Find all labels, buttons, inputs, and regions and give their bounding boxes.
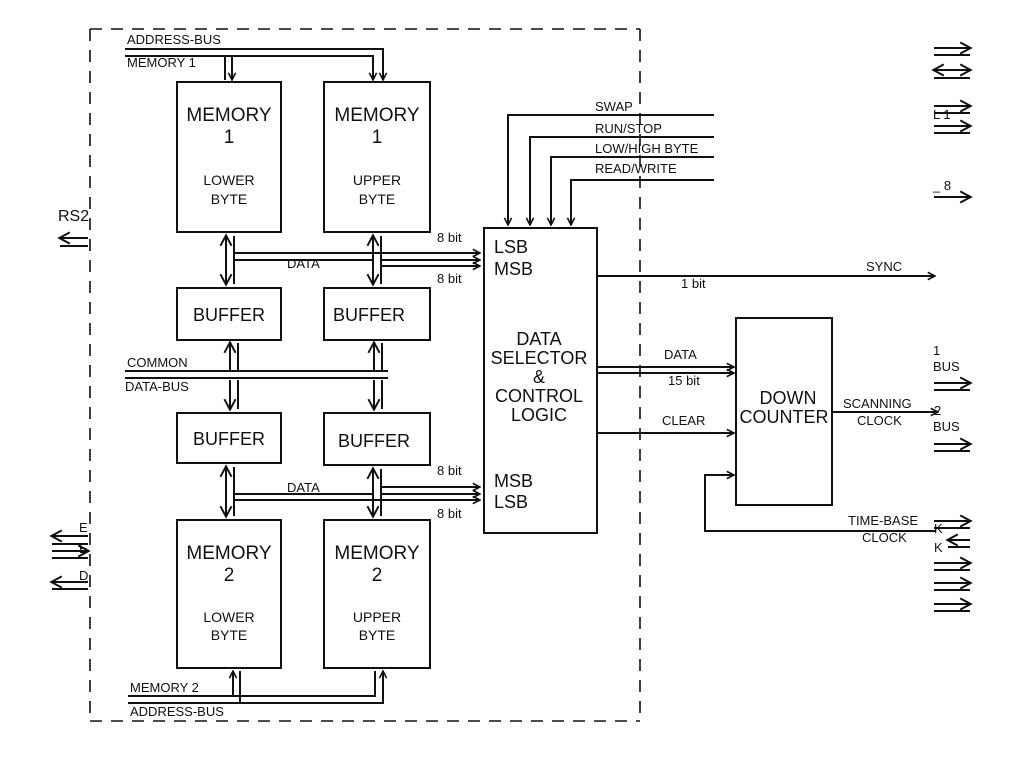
svg-text:MEMORY: MEMORY [334,543,419,564]
read-write-label: READ/WRITE [595,161,677,176]
svg-text:2: 2 [224,565,235,586]
data-15bit-bus [597,367,734,373]
frag-e2-label: E [79,541,88,556]
buffer-top-right: BUFFER [323,287,431,341]
data-top-label: DATA [287,256,320,271]
svg-text:LSB: LSB [494,492,528,512]
connector-buffer-common-left-bottom [223,380,239,412]
swap-label: SWAP [595,99,633,114]
svg-text:LOWER: LOWER [203,172,254,188]
connector-buffer-common-left-top [223,340,239,370]
connector-m1u-buffer [366,233,382,287]
address-bus-bottom [128,671,383,704]
svg-text:BYTE: BYTE [211,627,248,643]
memory2-bus-label: MEMORY 2 [130,680,199,695]
data-bus-label: DATA-BUS [125,379,189,394]
bit1-label: 1 bit [681,276,706,291]
svg-text:LSB: LSB [494,237,528,257]
bit8-a-label: 8 bit [437,230,462,245]
svg-text:COUNTER: COUNTER [740,407,829,427]
memory1-upper-block: MEMORY 1 UPPER BYTE [323,81,431,233]
svg-text:SELECTOR: SELECTOR [491,348,588,368]
frag-e1-label: E [79,520,88,535]
buffer-top-left: BUFFER [176,287,282,341]
svg-text:MEMORY: MEMORY [334,105,419,126]
bit8-b-label: 8 bit [437,271,462,286]
scanning-label: SCANNING [843,396,912,411]
svg-text:CONTROL: CONTROL [495,386,583,406]
time-base-label: TIME-BASE [848,513,918,528]
bit8-d-label: 8 bit [437,506,462,521]
common-data-bus [125,370,388,379]
svg-text:DATA: DATA [516,329,561,349]
buffer-bottom-right: BUFFER [323,412,431,466]
frag-d-label: D [79,568,88,583]
svg-text:UPPER: UPPER [353,172,401,188]
rs2-arrow [57,231,88,247]
svg-text:LOWER: LOWER [203,609,254,625]
connector-buffer-common-right-top [367,340,383,370]
svg-text:2: 2 [372,565,383,586]
time-base-clock-line [704,475,936,532]
address-bus-bottom-label: ADDRESS-BUS [130,704,224,719]
rs2-label: RS2 [58,208,89,225]
clock-tb-label: CLOCK [862,530,907,545]
svg-text:BUFFER: BUFFER [193,305,265,325]
frag-l1-label: L 1 [933,107,951,122]
memory2-upper-block: MEMORY 2 UPPER BYTE [323,519,431,669]
svg-text:1: 1 [224,127,235,148]
svg-text:MEMORY: MEMORY [186,105,271,126]
run-stop-label: RUN/STOP [595,121,662,136]
data-right-label: DATA [664,347,697,362]
right-bus1-label: BUS [933,359,960,374]
address-bus-top-label: ADDRESS-BUS [127,32,221,47]
control-inputs [508,114,714,225]
connector-buffer-m2u [366,466,382,519]
memory1-lower-block: MEMORY 1 LOWER BYTE [176,81,282,233]
bit15-label: 15 bit [668,373,700,388]
svg-text:UPPER: UPPER [353,609,401,625]
svg-text:MSB: MSB [494,471,533,491]
svg-text:&: & [533,367,545,387]
right-fragment-arrows [931,41,973,612]
connector-buffer-common-right-bottom [367,380,383,412]
bit8-c-label: 8 bit [437,463,462,478]
data-bottom-label: DATA [287,480,320,495]
connector-buffer-m2l [219,464,235,519]
svg-text:MSB: MSB [494,259,533,279]
frag-k2-label: K [934,540,943,555]
svg-text:LOGIC: LOGIC [511,405,567,425]
address-bus-top [125,48,383,80]
sync-label: SYNC [866,259,902,274]
low-high-label: LOW/HIGH BYTE [595,141,699,156]
right-bus2-label: BUS [933,419,960,434]
buffer-bottom-left: BUFFER [176,412,282,464]
data-selector-block: LSB MSB DATA SELECTOR & CONTROL LOGIC MS… [483,227,598,534]
svg-text:BUFFER: BUFFER [333,305,405,325]
svg-text:BUFFER: BUFFER [193,429,265,449]
right-1-label: 1 [933,343,940,358]
svg-text:BYTE: BYTE [211,191,248,207]
memory1-bus-label: MEMORY 1 [127,55,196,70]
svg-text:BYTE: BYTE [359,191,396,207]
clear-label: CLEAR [662,413,705,428]
frag-8-label: _ 8 [932,178,951,193]
svg-text:MEMORY: MEMORY [186,543,271,564]
left-fragment-arrows [49,529,91,590]
down-counter-block: DOWN COUNTER [735,317,833,506]
data-bus-bottom [234,487,480,500]
svg-text:BYTE: BYTE [359,627,396,643]
memory2-lower-block: MEMORY 2 LOWER BYTE [176,519,282,669]
svg-text:1: 1 [372,127,383,148]
svg-text:BUFFER: BUFFER [338,431,410,451]
clock-scan-label: CLOCK [857,413,902,428]
right-2-label: 2 [934,403,941,418]
data-bus-top [234,253,480,266]
connector-m1l-buffer [219,233,235,287]
frag-k1-label: K [934,521,943,536]
common-label: COMMON [127,355,188,370]
svg-text:DOWN: DOWN [760,388,817,408]
